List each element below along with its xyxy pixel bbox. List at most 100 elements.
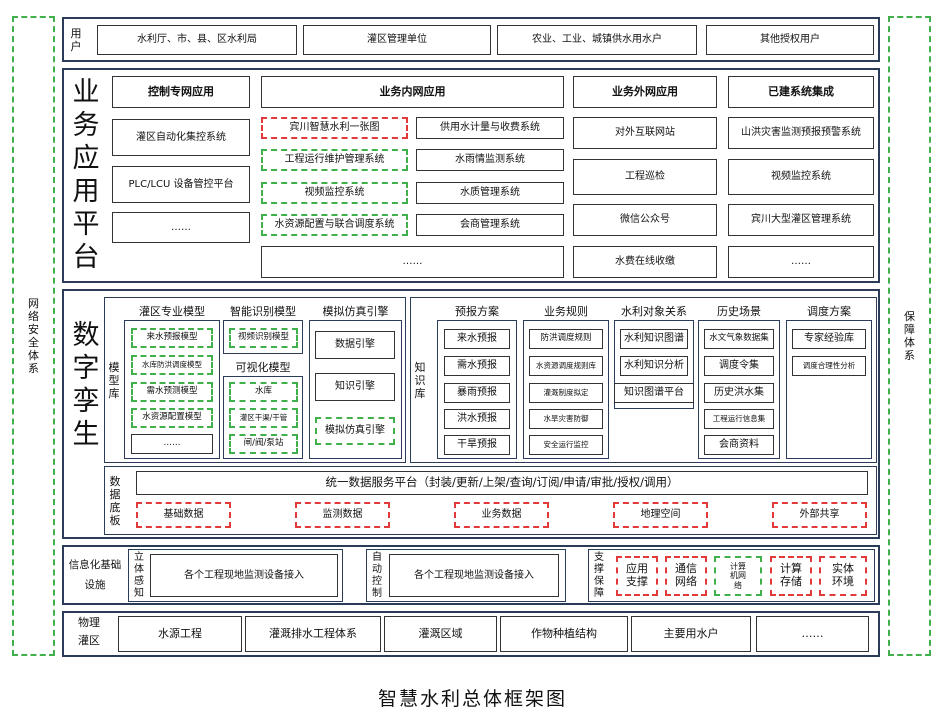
relation-analysis: 水利知识分析 (620, 356, 688, 376)
recognition-model-frame (223, 320, 303, 354)
model-library-label: 模型库 (108, 360, 120, 400)
history-header: 历史场景 (717, 305, 761, 318)
forecast-rainstorm: 暴雨预报 (444, 383, 510, 403)
support-compute: 计算存储 (770, 556, 812, 596)
history-operation: 工程运行信息集 (704, 409, 774, 429)
irrigation-model-reservoir: 水库防洪调度模型 (131, 355, 213, 375)
physical-label: 物理灌区 (78, 616, 100, 647)
intranet-item-quality: 水质管理系统 (416, 182, 564, 204)
history-dispatch-orders: 调度令集 (704, 356, 774, 376)
data-monitoring: 监测数据 (295, 502, 390, 528)
forecast-header: 预报方案 (455, 305, 499, 318)
dispatch-plan-frame (786, 320, 872, 459)
forecast-demand: 需水预报 (444, 356, 510, 376)
digital-twin-label: 数字孪生 (72, 320, 100, 450)
forecast-drought: 干旱预报 (444, 435, 510, 455)
physical-area: 灌溉区域 (384, 616, 497, 652)
user-irrigation-unit: 灌区管理单位 (303, 25, 491, 55)
rules-irrigation: 灌溉制度拟定 (529, 383, 603, 403)
intranet-item-metering: 供用水计量与收费系统 (416, 117, 564, 139)
irrigation-model-header: 灌区专业模型 (139, 305, 205, 318)
knowledge-library-frame (410, 297, 877, 463)
data-base-label: 数据底板 (109, 474, 121, 527)
physical-water-source: 水源工程 (118, 616, 242, 652)
unified-data-service: 统一数据服务平台（封装/更新/上架/查询/订阅/申请/审批/授权/调用） (136, 471, 868, 495)
rules-disaster: 水旱灾害防御 (529, 409, 603, 429)
integrated-item-flood: 山洪灾害监测预报预警系统 (728, 117, 874, 149)
perception-label: 立体感知 (134, 551, 144, 599)
business-platform-label: 业务应用平台 (72, 77, 100, 273)
relation-graph: 水利知识图谱 (620, 329, 688, 349)
recognition-model-video: 视频识别模型 (229, 328, 298, 348)
dispatch-plan-header: 调度方案 (807, 305, 851, 318)
history-frame (698, 320, 780, 459)
rules-header: 业务规则 (544, 305, 588, 318)
intranet-item-maintenance: 工程运行维护管理系统 (261, 149, 408, 171)
support-frame (588, 549, 875, 602)
knowledge-library-label: 知识库 (414, 360, 426, 400)
physical-drainage: 灌溉排水工程体系 (245, 616, 381, 652)
forecast-inflow: 来水预报 (444, 329, 510, 349)
physical-more: …… (756, 616, 869, 652)
visual-model-canal: 灌区干渠/干管 (229, 408, 298, 428)
irrigation-model-frame (124, 320, 220, 459)
intranet-item-allocation: 水资源配置与联合调度系统 (261, 214, 408, 236)
data-business: 业务数据 (454, 502, 549, 528)
integrated-item-binchuan: 宾川大型灌区管理系统 (728, 204, 874, 236)
irrigation-model-more: …… (131, 434, 213, 454)
history-floods: 历史洪水集 (704, 383, 774, 403)
user-water-bureau: 水利厅、市、县、区水利局 (97, 25, 297, 55)
guarantee-frame (888, 16, 931, 656)
support-environment: 实体环境 (819, 556, 867, 596)
control-item-auto: 灌区自动化集控系统 (112, 119, 250, 156)
users-label: 用户 (70, 26, 82, 53)
relation-header: 水利对象关系 (621, 305, 687, 318)
sim-engine-frame (309, 320, 402, 459)
support-label: 支撑保障 (594, 551, 604, 599)
control-item-more: …… (112, 212, 250, 243)
irrigation-model-inflow: 来水预报模型 (131, 328, 213, 348)
visual-model-frame (223, 376, 303, 459)
intranet-item-video: 视频监控系统 (261, 182, 408, 204)
data-basic: 基础数据 (136, 502, 231, 528)
recognition-model-header: 智能识别模型 (230, 305, 296, 318)
extranet-header: 业务外网应用 (573, 76, 717, 108)
control-network-header: 控制专网应用 (112, 76, 250, 108)
sim-engine-header: 模拟仿真引擎 (322, 305, 389, 318)
forecast-frame (437, 320, 517, 459)
model-library-frame (104, 297, 406, 463)
support-app: 应用支撑 (616, 556, 658, 596)
visual-model-header: 可视化模型 (235, 361, 291, 374)
auto-control-frame (366, 549, 566, 602)
forecast-flood: 洪水预报 (444, 409, 510, 429)
visual-model-reservoir: 水库 (229, 382, 298, 402)
history-hydromet: 水文气象数据集 (704, 329, 774, 349)
extranet-item-website: 对外互联网站 (573, 117, 717, 149)
intranet-item-onemap: 宾川智慧水利一张图 (261, 117, 408, 139)
guarantee-label: 保障体系 (904, 310, 915, 362)
extranet-item-wechat: 微信公众号 (573, 204, 717, 236)
sim-engine-data: 数据引擎 (315, 331, 395, 359)
extranet-item-payment: 水费在线收缴 (573, 246, 717, 278)
intranet-header: 业务内网应用 (261, 76, 564, 108)
data-external: 外部共享 (772, 502, 867, 528)
relation-frame (614, 320, 694, 409)
integrated-item-more: …… (728, 246, 874, 278)
support-comm: 通信网络 (665, 556, 707, 596)
sim-engine-simulation: 模拟仿真引擎 (315, 417, 395, 445)
integrated-item-video: 视频监控系统 (728, 159, 874, 195)
rules-frame (523, 320, 609, 459)
auto-control-label: 自动控制 (372, 551, 382, 599)
page-title: 智慧水利总体框架图 (377, 688, 567, 710)
user-other-authorized: 其他授权用户 (706, 25, 874, 55)
dispatch-rationality: 调度合理性分析 (792, 356, 866, 376)
network-security-frame (12, 16, 55, 656)
integrated-header: 已建系统集成 (728, 76, 874, 108)
intranet-item-more: …… (261, 246, 564, 278)
irrigation-model-demand: 需水预测模型 (131, 382, 213, 402)
network-security-label: 网络安全体系 (28, 297, 39, 375)
data-base-frame (104, 466, 877, 535)
history-consultation: 会商资料 (704, 435, 774, 455)
intranet-item-consult: 会商管理系统 (416, 214, 564, 236)
irrigation-model-allocation: 水资源配置模型 (131, 408, 213, 428)
